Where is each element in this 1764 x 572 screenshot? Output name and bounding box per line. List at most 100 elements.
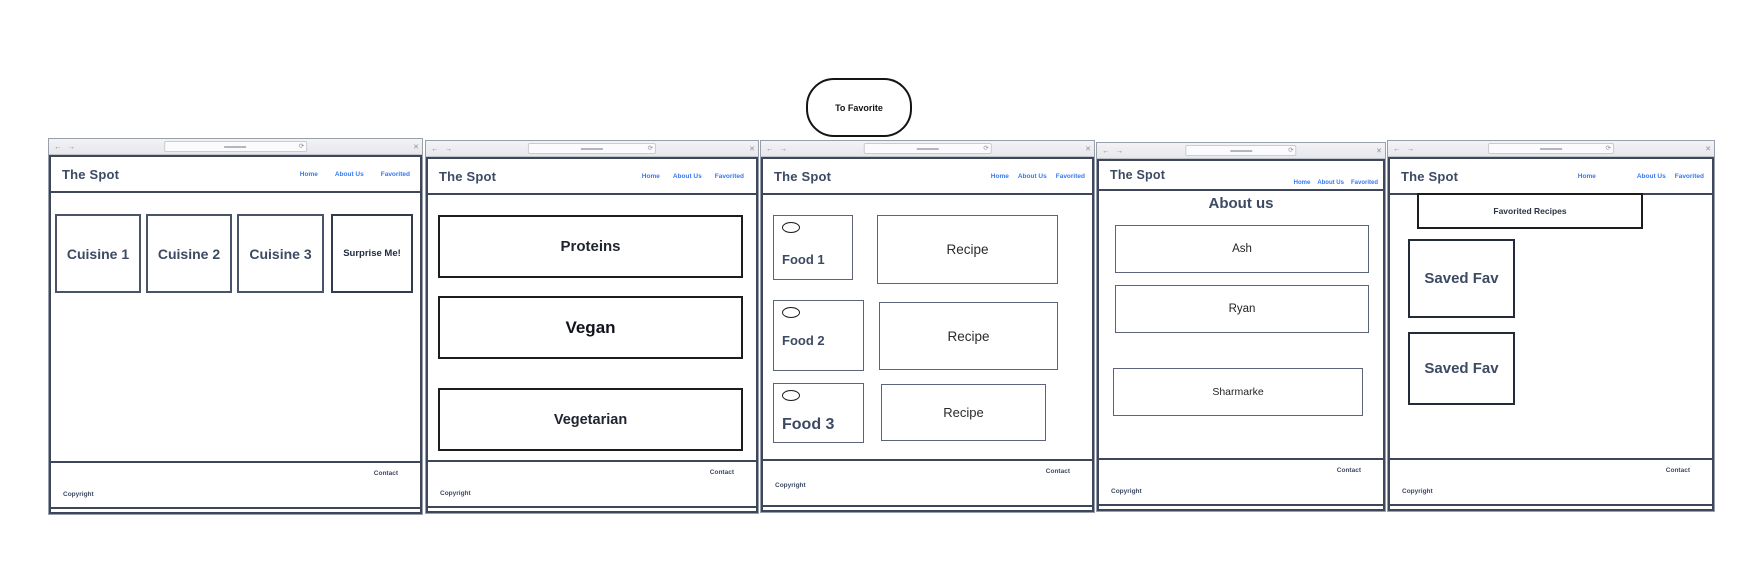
url-text [224, 145, 247, 148]
about-us-heading: About us [1208, 195, 1274, 212]
browser-chrome: ← → ⟳ ✕ [761, 141, 1094, 157]
nav-home[interactable]: Home [641, 172, 660, 180]
to-favorite-bubble[interactable]: To Favorite [806, 78, 912, 137]
site-footer: Contact Copyright [428, 460, 756, 508]
cuisine-2-button[interactable]: Cuisine 2 [146, 214, 232, 293]
browser-chrome: ← → ⟳ ✕ [49, 139, 422, 155]
contact-link[interactable]: Contact [1336, 467, 1361, 474]
address-bar[interactable]: ⟳ [1185, 145, 1297, 156]
site-title: The Spot [1401, 168, 1459, 184]
address-bar[interactable]: ⟳ [863, 143, 992, 154]
site-header: The Spot Home About Us Favorited [1099, 161, 1383, 191]
refresh-icon[interactable]: ⟳ [647, 145, 654, 152]
nav-about-us[interactable]: About Us [334, 170, 364, 178]
browser-window-foods: ← → ⟳ ✕ The Spot Home About Us Favorited… [760, 140, 1095, 513]
nav-about-us[interactable]: About Us [1636, 172, 1666, 180]
back-forward-buttons[interactable]: ← → [1102, 146, 1126, 155]
food-3-card[interactable]: Food 3 [773, 383, 864, 443]
site-header: The Spot Home About Us Favorited [51, 157, 420, 193]
site-header: The Spot Home About Us Favorited [763, 159, 1092, 195]
site-title: The Spot [62, 166, 120, 182]
person-card-sharmarke: Sharmarke [1113, 368, 1363, 416]
back-forward-buttons[interactable]: ← → [431, 144, 455, 153]
vegetarian-button[interactable]: Vegetarian [438, 388, 743, 451]
nav-bar: Home About Us Favorited [1294, 180, 1378, 186]
site-header: The Spot Home About Us Favorited [1390, 159, 1712, 195]
address-bar[interactable]: ⟳ [527, 143, 657, 154]
nav-home[interactable]: Home [1577, 172, 1596, 180]
refresh-icon[interactable]: ⟳ [1605, 145, 1611, 152]
to-favorite-label: To Favorite [835, 102, 883, 113]
nav-about-us[interactable]: About Us [1317, 180, 1344, 186]
nav-favorited[interactable]: Favorited [714, 172, 744, 180]
nav-about-us[interactable]: About Us [672, 172, 702, 180]
close-icon[interactable]: ✕ [1705, 145, 1711, 153]
nav-bar: Home About Us Favorited [300, 157, 410, 191]
nav-home[interactable]: Home [990, 172, 1009, 180]
url-text [916, 147, 939, 150]
browser-window-categories: ← → ⟳ ✕ The Spot Home About Us Favorited… [425, 140, 759, 514]
food-2-card[interactable]: Food 2 [773, 300, 864, 371]
food-1-card[interactable]: Food 1 [773, 215, 853, 280]
close-icon[interactable]: ✕ [1085, 145, 1091, 153]
nav-favorited[interactable]: Favorited [380, 170, 410, 178]
nav-home[interactable]: Home [1293, 180, 1311, 186]
back-forward-buttons[interactable]: ← → [1393, 144, 1417, 153]
nav-favorited[interactable]: Favorited [1674, 172, 1704, 180]
copyright-text: Copyright [775, 482, 806, 489]
page-content: Food 1 Recipe Food 2 Recipe Food 3 Recip… [763, 195, 1092, 459]
url-text [1230, 149, 1252, 152]
saved-fav-card-2[interactable]: Saved Fav [1408, 332, 1515, 405]
copyright-text: Copyright [63, 491, 94, 498]
nav-home[interactable]: Home [299, 170, 318, 178]
back-forward-buttons[interactable]: ← → [766, 144, 790, 153]
site-footer: Contact Copyright [51, 461, 420, 509]
browser-chrome: ← → ⟳ ✕ [426, 141, 758, 157]
url-text [1540, 147, 1562, 150]
site-footer: Contact Copyright [1099, 458, 1383, 506]
site-title: The Spot [774, 168, 832, 184]
refresh-icon[interactable]: ⟳ [1288, 147, 1294, 154]
site-footer: Contact Copyright [1390, 458, 1712, 506]
url-text [581, 147, 603, 150]
close-icon[interactable]: ✕ [1376, 147, 1382, 155]
oval-icon [782, 390, 800, 401]
nav-favorited[interactable]: Favorited [1055, 172, 1085, 180]
browser-window-favorites: ← → ⟳ ✕ The Spot Home About Us Favorited… [1387, 140, 1715, 512]
surprise-me-button[interactable]: Surprise Me! [331, 214, 413, 293]
vegan-button[interactable]: Vegan [438, 296, 743, 359]
refresh-icon[interactable]: ⟳ [298, 143, 305, 150]
recipe-1-card[interactable]: Recipe [877, 215, 1058, 284]
address-bar[interactable]: ⟳ [163, 141, 308, 152]
close-icon[interactable]: ✕ [413, 143, 419, 151]
browser-chrome: ← → ⟳ ✕ [1097, 143, 1385, 159]
contact-link[interactable]: Contact [373, 470, 398, 477]
refresh-icon[interactable]: ⟳ [983, 145, 989, 152]
contact-link[interactable]: Contact [1045, 468, 1070, 475]
nav-bar: Home About Us Favorited [1578, 159, 1704, 193]
contact-link[interactable]: Contact [1665, 467, 1690, 474]
page-content: About us Ash Ryan Sharmarke [1099, 191, 1383, 458]
cuisine-3-button[interactable]: Cuisine 3 [237, 214, 324, 293]
page-home: The Spot Home About Us Favorited Cuisine… [49, 155, 422, 514]
recipe-3-card[interactable]: Recipe [881, 384, 1046, 441]
close-icon[interactable]: ✕ [749, 145, 755, 153]
browser-window-home: ← → ⟳ ✕ The Spot Home About Us Favorited… [48, 138, 423, 515]
address-bar[interactable]: ⟳ [1488, 143, 1614, 154]
person-card-ash: Ash [1115, 225, 1369, 273]
cuisine-1-button[interactable]: Cuisine 1 [55, 214, 141, 293]
page-content: Proteins Vegan Vegetarian [428, 195, 756, 460]
contact-link[interactable]: Contact [709, 469, 734, 476]
nav-about-us[interactable]: About Us [1017, 172, 1047, 180]
saved-fav-card-1[interactable]: Saved Fav [1408, 239, 1515, 318]
favorited-recipes-banner: Favorited Recipes [1417, 193, 1643, 229]
browser-chrome: ← → ⟳ ✕ [1388, 141, 1714, 157]
proteins-button[interactable]: Proteins [438, 215, 743, 278]
copyright-text: Copyright [1402, 488, 1433, 495]
recipe-2-card[interactable]: Recipe [879, 302, 1058, 370]
back-forward-buttons[interactable]: ← → [54, 142, 78, 151]
nav-favorited[interactable]: Favorited [1350, 180, 1378, 186]
page-content: Cuisine 1 Cuisine 2 Cuisine 3 Surprise M… [51, 193, 420, 461]
page-categories: The Spot Home About Us Favorited Protein… [426, 157, 758, 513]
